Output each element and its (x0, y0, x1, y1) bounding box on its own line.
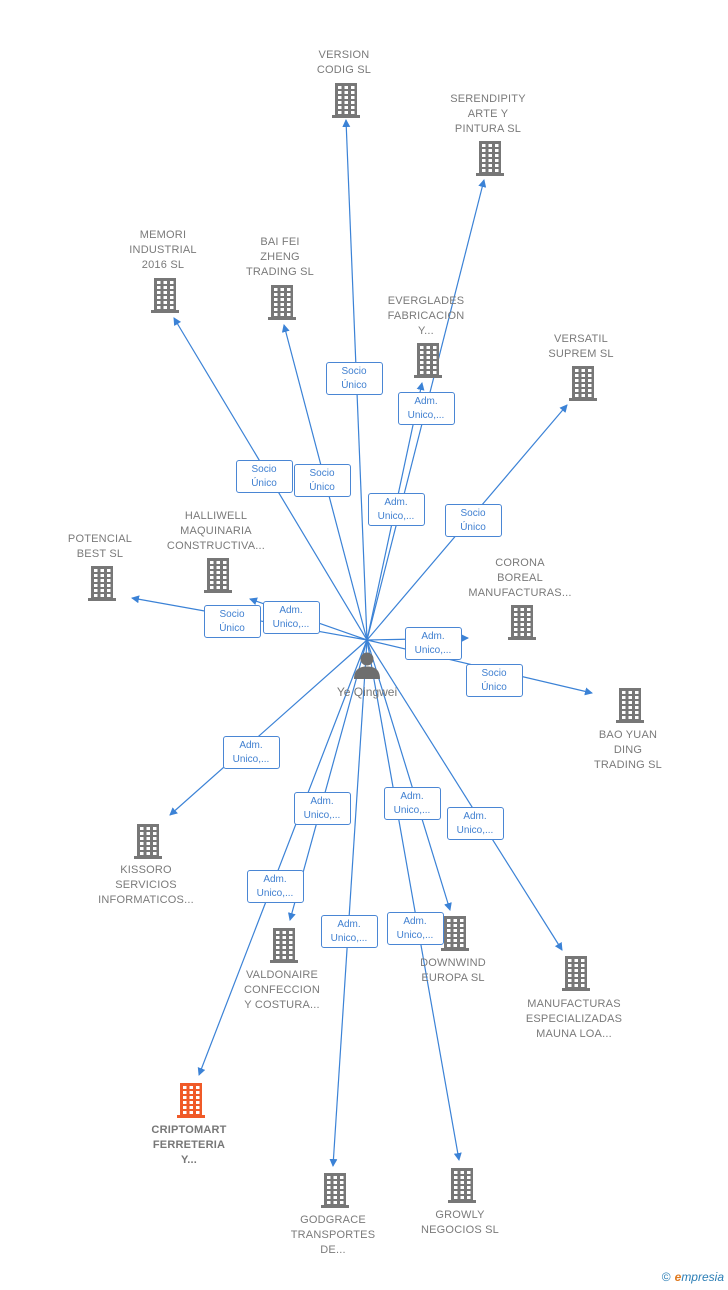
company-label[interactable]: HALLIWELL MAQUINARIA CONSTRUCTIVA... (166, 510, 266, 552)
building-icon (268, 285, 296, 320)
company-label[interactable]: POTENCIAL BEST SL (67, 533, 133, 560)
company-label[interactable]: BAO YUAN DING TRADING SL (593, 729, 662, 771)
relation-badge-potencial[interactable]: Socio Único (203, 604, 261, 638)
relation-badge-growly[interactable]: Adm. Unico,... (386, 911, 444, 945)
building-icon (616, 688, 644, 723)
relation-badge-godgrace[interactable]: Adm. Unico,... (320, 914, 378, 948)
edge-growly (366, 639, 462, 1161)
relation-badge-versatil[interactable]: Socio Único (444, 503, 502, 537)
company-label[interactable]: MANUFACTURAS ESPECIALIZADAS MAUNA LOA... (525, 998, 623, 1040)
company-label[interactable]: CRIPTOMART FERRETERIA Y... (151, 1124, 227, 1166)
company-label[interactable]: SERENDIPITY ARTE Y PINTURA SL (450, 93, 526, 135)
relation-badge-bao-yuan[interactable]: Socio Único (465, 663, 523, 697)
copyright-symbol: © (661, 1270, 671, 1284)
relation-badge-halliwell[interactable]: Adm. Unico,... (262, 600, 320, 634)
company-label[interactable]: DOWNWIND EUROPA SL (420, 957, 486, 984)
building-icon (414, 343, 442, 378)
relation-badge-valdonaire[interactable]: Adm. Unico,... (293, 791, 351, 825)
relation-badge-manufacturas[interactable]: Adm. Unico,... (446, 806, 504, 840)
building-icon (569, 366, 597, 401)
edge-downwind (366, 639, 452, 911)
person-name: Ye Qingwei (336, 685, 398, 699)
edge-godgrace (329, 639, 368, 1167)
building-icon (134, 824, 162, 859)
building-icon (177, 1083, 205, 1118)
edge-manufacturas (366, 639, 563, 951)
relation-badge-criptomart[interactable]: Adm. Unico,... (246, 869, 304, 903)
building-icon (448, 1168, 476, 1203)
edge-criptomart (197, 639, 368, 1076)
building-icon (508, 605, 536, 640)
building-icon (88, 566, 116, 601)
company-label[interactable]: MEMORI INDUSTRIAL 2016 SL (129, 229, 197, 271)
company-label[interactable]: CORONA BOREAL MANUFACTURAS... (468, 557, 572, 599)
relation-badge-bai-fei[interactable]: Socio Único (293, 463, 351, 497)
company-label[interactable]: BAI FEI ZHENG TRADING SL (245, 236, 314, 278)
relation-badge-version-codig[interactable]: Socio Único (325, 361, 383, 395)
relation-badge-memori[interactable]: Socio Único (235, 459, 293, 493)
building-icon (151, 278, 179, 313)
building-icon (562, 956, 590, 991)
company-label[interactable]: GROWLY NEGOCIOS SL (421, 1209, 499, 1236)
company-label[interactable]: EVERGLADES FABRICACION Y... (387, 295, 465, 337)
relation-badge-corona[interactable]: Adm. Unico,... (404, 626, 462, 660)
brand-name: mpresia (681, 1270, 724, 1284)
brand-initial: e (674, 1270, 682, 1284)
building-icon (270, 928, 298, 963)
building-icon (332, 83, 360, 118)
building-icon (476, 141, 504, 176)
company-label[interactable]: VERSATIL SUPREM SL (548, 333, 614, 360)
person-icon (354, 652, 380, 679)
relation-badge-serendipity[interactable]: Adm. Unico,... (397, 391, 455, 425)
relation-badge-downwind[interactable]: Adm. Unico,... (383, 786, 441, 820)
brand-footer: ©empresia (662, 1270, 724, 1284)
edge-kissoro (169, 639, 368, 816)
building-icon (321, 1173, 349, 1208)
company-label[interactable]: VERSION CODIG SL (316, 49, 372, 76)
building-icon (441, 916, 469, 951)
relation-badge-kissoro[interactable]: Adm. Unico,... (222, 735, 280, 769)
company-label[interactable]: VALDONAIRE CONFECCION Y COSTURA... (244, 969, 320, 1011)
company-label[interactable]: GODGRACE TRANSPORTES DE... (290, 1214, 376, 1256)
relation-badge-everglades[interactable]: Adm. Unico,... (367, 492, 425, 526)
company-label[interactable]: KISSORO SERVICIOS INFORMATICOS... (98, 864, 194, 906)
building-icon (204, 558, 232, 593)
